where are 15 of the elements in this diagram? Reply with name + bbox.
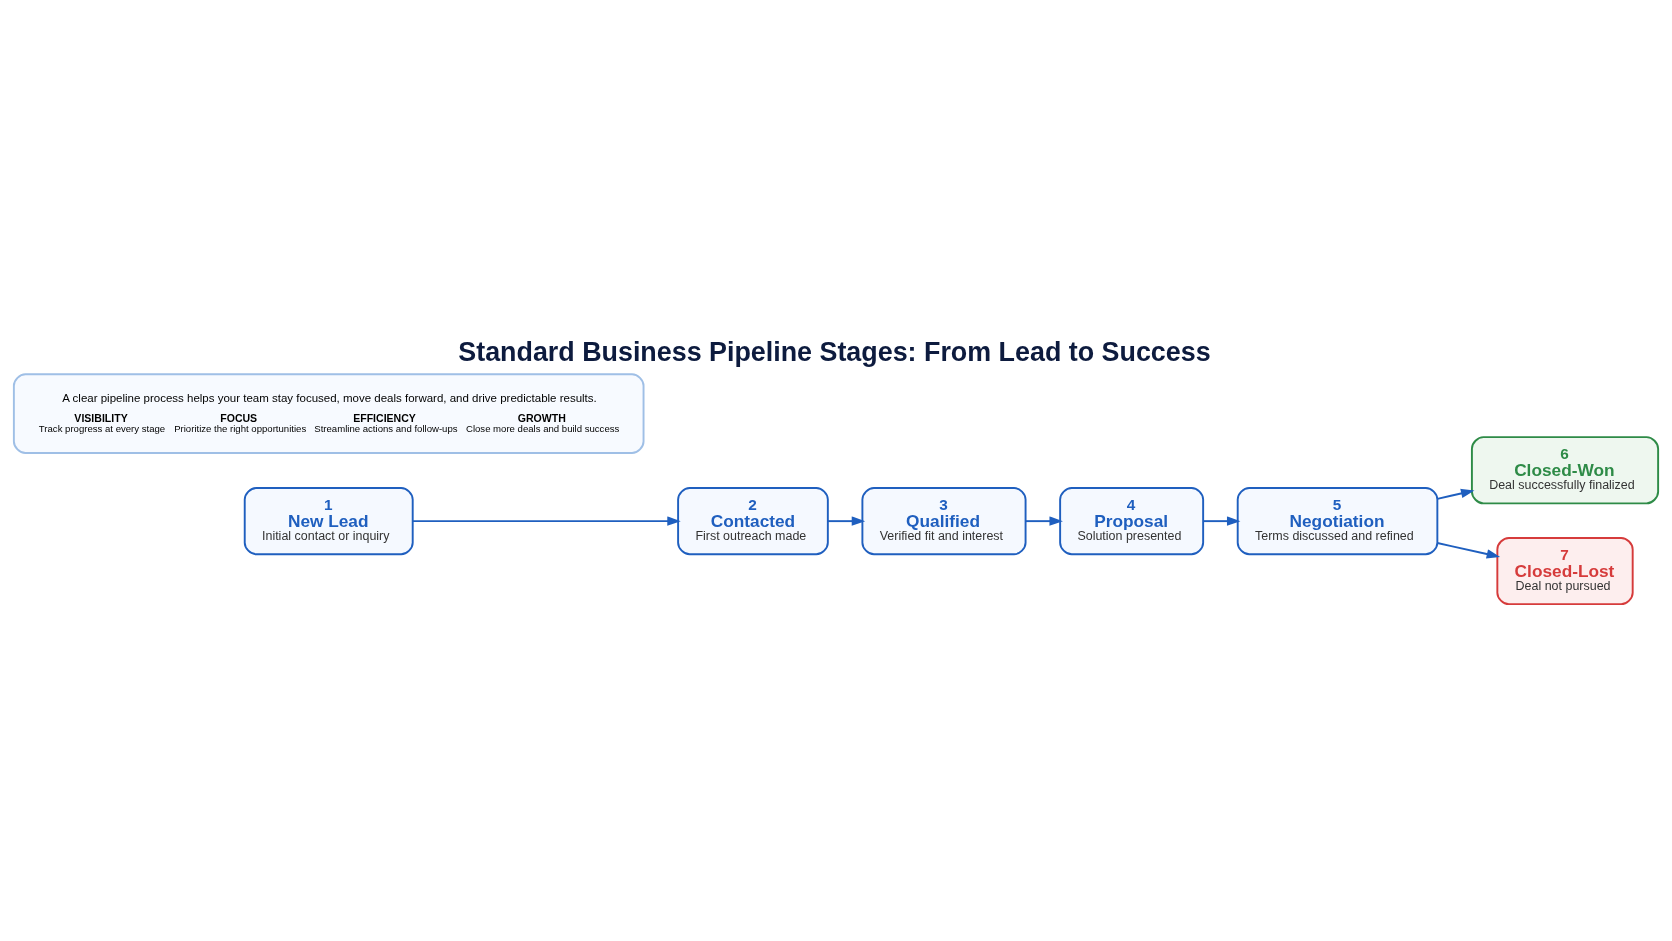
- node-box: 3 Qualified Verified fit and interest: [861, 487, 1027, 556]
- arrow: [1436, 542, 1501, 559]
- node-box: 7 Closed-Lost Deal not pursued: [1496, 536, 1634, 606]
- arrow: [1024, 516, 1063, 526]
- arrow: [1436, 488, 1475, 500]
- arrow: [411, 516, 681, 526]
- node-box: 2 Contacted First outreach made: [677, 487, 829, 556]
- diagram-title: Standard Business Pipeline Stages: From Lead to Success: [458, 337, 1211, 368]
- node-box: 6 Closed-Won Deal successfully finalized: [1470, 436, 1660, 505]
- node-box: 4 Proposal Solution presented: [1059, 487, 1205, 556]
- node-box: 1 New Lead Initial contact or inquiry: [243, 487, 414, 556]
- node-box: A clear pipeline process helps your team stay focused, move deals forward, and drive predictable results. VISIBILITY Track progress at every stage FOCUS Prioritize the right opportunities EFFICIENCY Streamline actions and follow-ups GROWTH Close more deals and build success: [12, 373, 645, 454]
- arrow: [1202, 516, 1241, 526]
- arrow: [826, 516, 866, 526]
- node-box: 5 Negotiation Terms discussed and refined: [1236, 487, 1439, 556]
